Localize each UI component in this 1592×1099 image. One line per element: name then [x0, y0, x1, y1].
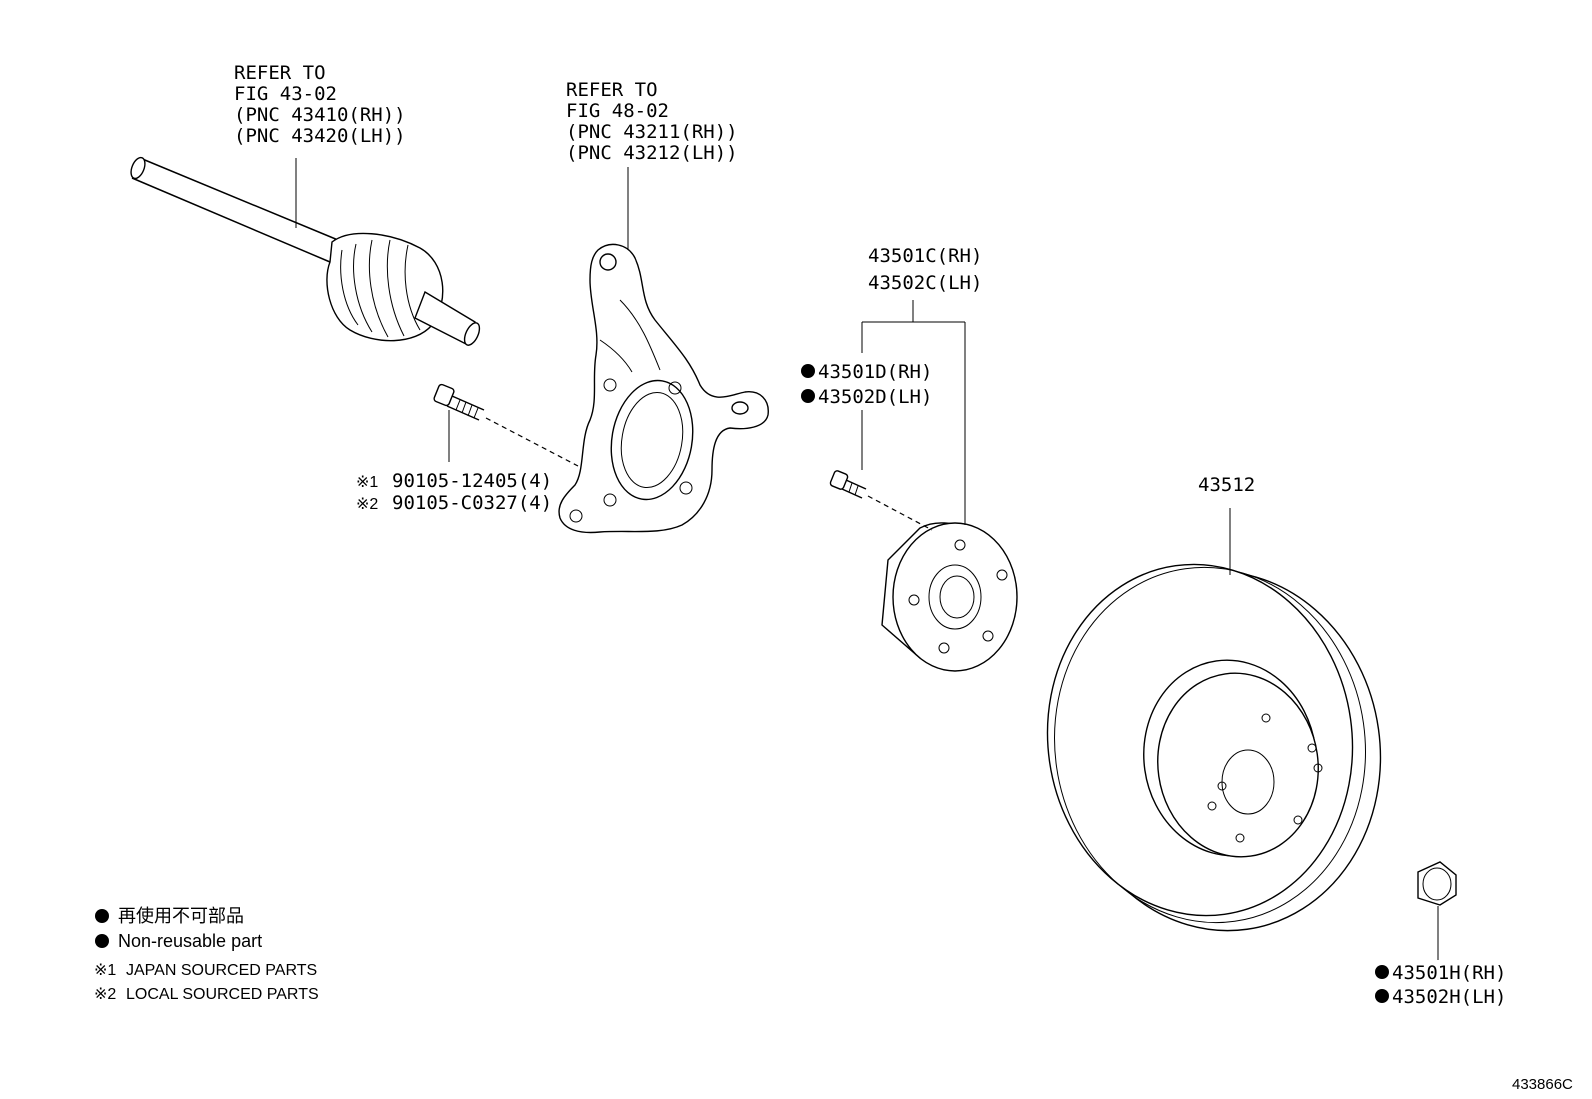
drive-shaft-label-line-1: REFER TO	[234, 62, 326, 84]
hub-bolt-label: 43501D(RH) 43502D(LH)	[801, 361, 932, 408]
nut-label-lh: 43502H(LH)	[1392, 986, 1506, 1008]
knuckle-label-line-4: (PNC 43212(LH))	[566, 142, 738, 164]
knuckle-bolt-label-japan: 90105-12405(4)	[392, 470, 552, 492]
knuckle-label-line-1: REFER TO	[566, 79, 658, 101]
legend-dot-icon	[95, 909, 109, 923]
legend-mark-1: ※1	[94, 962, 116, 979]
knuckle-bolt-drawing	[433, 383, 485, 421]
legend-item-japan: JAPAN SOURCED PARTS	[126, 962, 317, 979]
non-reusable-dot-icon	[801, 364, 815, 378]
nut-label-rh: 43501H(RH)	[1392, 962, 1506, 984]
knuckle-bolt-dashed-line	[485, 417, 579, 467]
drive-shaft-drawing	[130, 156, 481, 347]
legend-item-non-reusable: Non-reusable part	[118, 931, 262, 951]
figure-code: 433866C	[1512, 1076, 1573, 1093]
knuckle-label: REFER TO FIG 48-02 (PNC 43211(RH)) (PNC …	[566, 79, 738, 164]
hub-bolt-dashed-line	[867, 495, 933, 531]
local-sourced-mark: ※2	[356, 496, 378, 513]
japan-sourced-mark: ※1	[356, 474, 378, 491]
hub-assembly-bracket	[861, 300, 966, 525]
knuckle-bolt-label: ※1 90105-12405(4) ※2 90105-C0327(4)	[356, 470, 552, 514]
non-reusable-dot-icon	[1375, 965, 1389, 979]
nut-label: 43501H(RH) 43502H(LH)	[1375, 962, 1506, 1008]
hub-assembly-drawing	[881, 522, 1018, 672]
hub-nut-drawing	[1417, 861, 1457, 906]
drive-shaft-label-line-3: (PNC 43410(RH))	[234, 104, 406, 126]
legend: 再使用不可部品 Non-reusable part ※1 JAPAN SOURC…	[94, 906, 319, 1003]
hub-assembly-label: 43501C(RH) 43502C(LH)	[868, 245, 982, 294]
disc-label: 43512	[1198, 474, 1255, 496]
drive-shaft-label-line-2: FIG 43-02	[234, 83, 337, 105]
drive-shaft-label: REFER TO FIG 43-02 (PNC 43410(RH)) (PNC …	[234, 62, 406, 147]
hub-assembly-label-rh: 43501C(RH)	[868, 245, 982, 267]
knuckle-label-line-3: (PNC 43211(RH))	[566, 121, 738, 143]
hub-bolt-drawing	[829, 470, 867, 499]
hub-bolt-label-rh: 43501D(RH)	[818, 361, 932, 383]
legend-dot-icon	[95, 934, 109, 948]
hub-assembly-label-lh: 43502C(LH)	[868, 272, 982, 294]
knuckle-label-line-2: FIG 48-02	[566, 100, 669, 122]
hub-bolt-label-lh: 43502D(LH)	[818, 386, 932, 408]
knuckle-bolt-label-local: 90105-C0327(4)	[392, 492, 552, 514]
legend-mark-2: ※2	[94, 986, 116, 1003]
steering-knuckle-drawing	[558, 243, 769, 534]
drive-shaft-label-line-4: (PNC 43420(LH))	[234, 125, 406, 147]
legend-item-local: LOCAL SOURCED PARTS	[126, 986, 319, 1003]
non-reusable-dot-icon	[801, 389, 815, 403]
non-reusable-dot-icon	[1375, 989, 1389, 1003]
brake-disc-drawing	[1046, 563, 1382, 932]
legend-item-jp: 再使用不可部品	[118, 906, 244, 926]
